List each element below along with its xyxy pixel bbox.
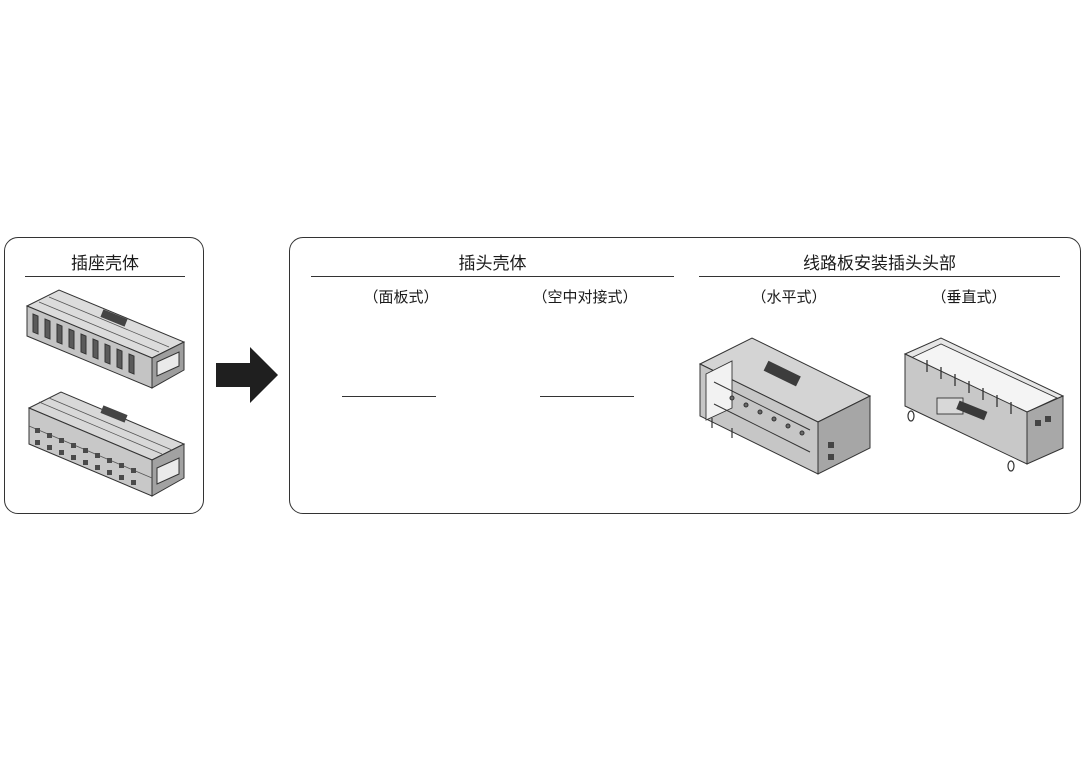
board-header-title: 线路板安装插头头部 <box>803 254 956 274</box>
horizontal-label: （水平式） <box>751 288 827 306</box>
panel-mount-placeholder-line <box>342 396 436 397</box>
horizontal-header-illustration <box>698 337 872 475</box>
arrow-right-icon <box>216 347 278 403</box>
header-panel: 插头壳体 （面板式） （空中对接式） 线路板安装插头头部 （水平式） （垂直式） <box>289 237 1081 514</box>
cable-to-cable-placeholder-line <box>540 396 634 397</box>
panel-mount-label: （面板式） <box>363 288 439 306</box>
board-header-rule <box>699 276 1060 277</box>
socket-housing-illustration-top <box>25 289 186 389</box>
vertical-label: （垂直式） <box>931 288 1007 306</box>
socket-housing-panel: 插座壳体 <box>4 237 204 514</box>
socket-housing-title: 插座壳体 <box>71 254 139 274</box>
cable-to-cable-label: （空中对接式） <box>532 288 638 306</box>
socket-housing-rule <box>25 276 185 277</box>
plug-housing-rule <box>311 276 674 277</box>
vertical-header-illustration <box>903 337 1065 472</box>
socket-housing-illustration-bottom <box>27 391 186 497</box>
plug-housing-title: 插头壳体 <box>458 254 527 274</box>
